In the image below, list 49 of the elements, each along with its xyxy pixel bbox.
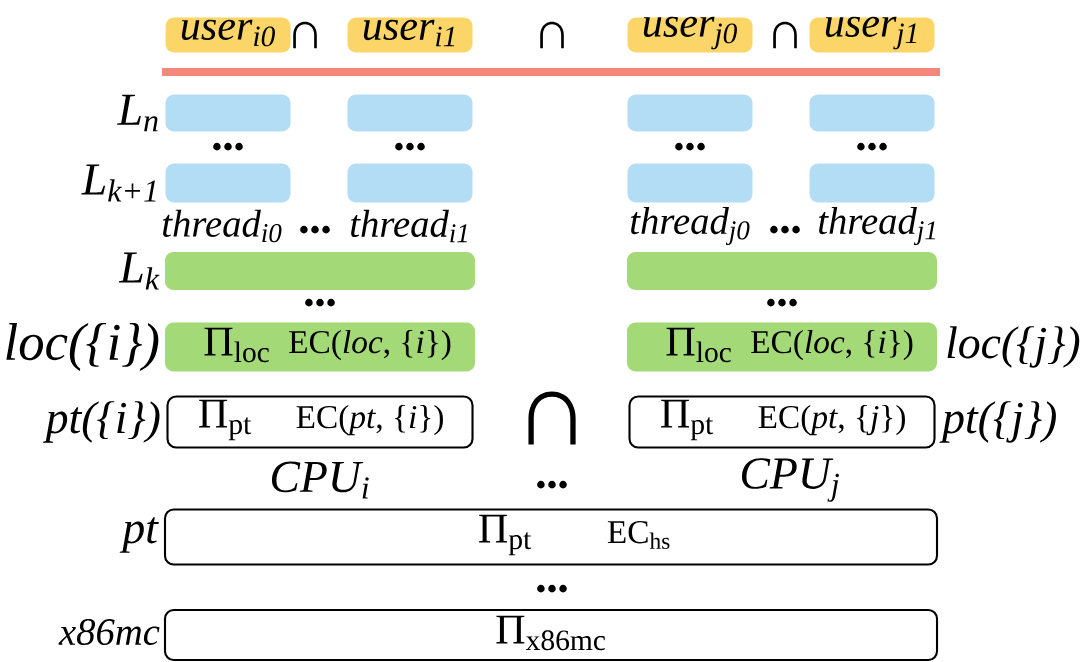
layer-box [627,163,753,203]
layer-label: loc({i}) [6,323,159,371]
intersection-symbol: ∩ [540,21,564,49]
layer-box [165,94,291,132]
layer-label: L$_{n}$ [117,94,158,132]
layer-box [809,163,935,203]
layer-box: Π$_{pt}$ EC(pt, {j}) [628,395,936,449]
ellipsis: ••• [537,480,567,489]
layer-box [809,94,935,132]
thread-label: thread$_{i1}$ [351,209,467,243]
cpu-label: CPU$_{i}$ [271,461,369,499]
layer-label: x86mc [58,618,160,646]
ellipsis: ••• [767,298,797,307]
layer-box: Π$_{pt}$ EC(pt, {i}) [166,395,474,449]
layer-label: L$_{k+1}$ [81,164,156,202]
layer-box [347,163,473,203]
layer-box: Π$_{pt}$ EC$_{hs}$ [163,508,939,566]
thread-label: thread$_{j1}$ [819,207,935,245]
layer-box: Π$_{loc}$ EC(loc, {i}) [165,322,475,372]
layer-label: pt({j}) [939,401,1056,443]
cpu-label: CPU$_{j}$ [742,458,839,502]
ellipsis: ••• [675,142,705,151]
layer-label: L$_{k}$ [118,252,160,290]
layer-box [165,252,475,290]
intersection-symbol: ∩ [528,391,576,445]
layer-label: pt({i}) [43,401,160,443]
layer-box [347,94,473,132]
layer-label: loc({j}) [947,326,1080,368]
intersection-symbol: ∩ [293,21,317,49]
ellipsis: ••• [300,225,330,234]
user-box: user$_{i1}$ [347,17,473,53]
ellipsis: ••• [305,298,335,307]
layer-box: Π$_{x86mc}$ [163,608,939,662]
layer-label: pt [119,517,159,553]
thread-label: thread$_{j0}$ [631,207,750,245]
ellipsis: ••• [213,142,243,151]
layer-box [627,252,937,290]
ellipsis: ••• [857,142,887,151]
user-box: user$_{i0}$ [165,17,291,53]
thread-label: thread$_{i0}$ [163,209,282,243]
ellipsis: ••• [395,142,425,151]
ellipsis: ••• [770,225,800,234]
user-box: user$_{j1}$ [809,16,935,53]
layer-box [627,94,753,132]
user-box: user$_{j0}$ [627,16,753,53]
layer-box [165,163,291,203]
ellipsis: ••• [537,584,567,593]
layer-box: Π$_{loc}$ EC(loc, {i}) [627,322,937,372]
intersection-symbol: ∩ [773,21,797,49]
